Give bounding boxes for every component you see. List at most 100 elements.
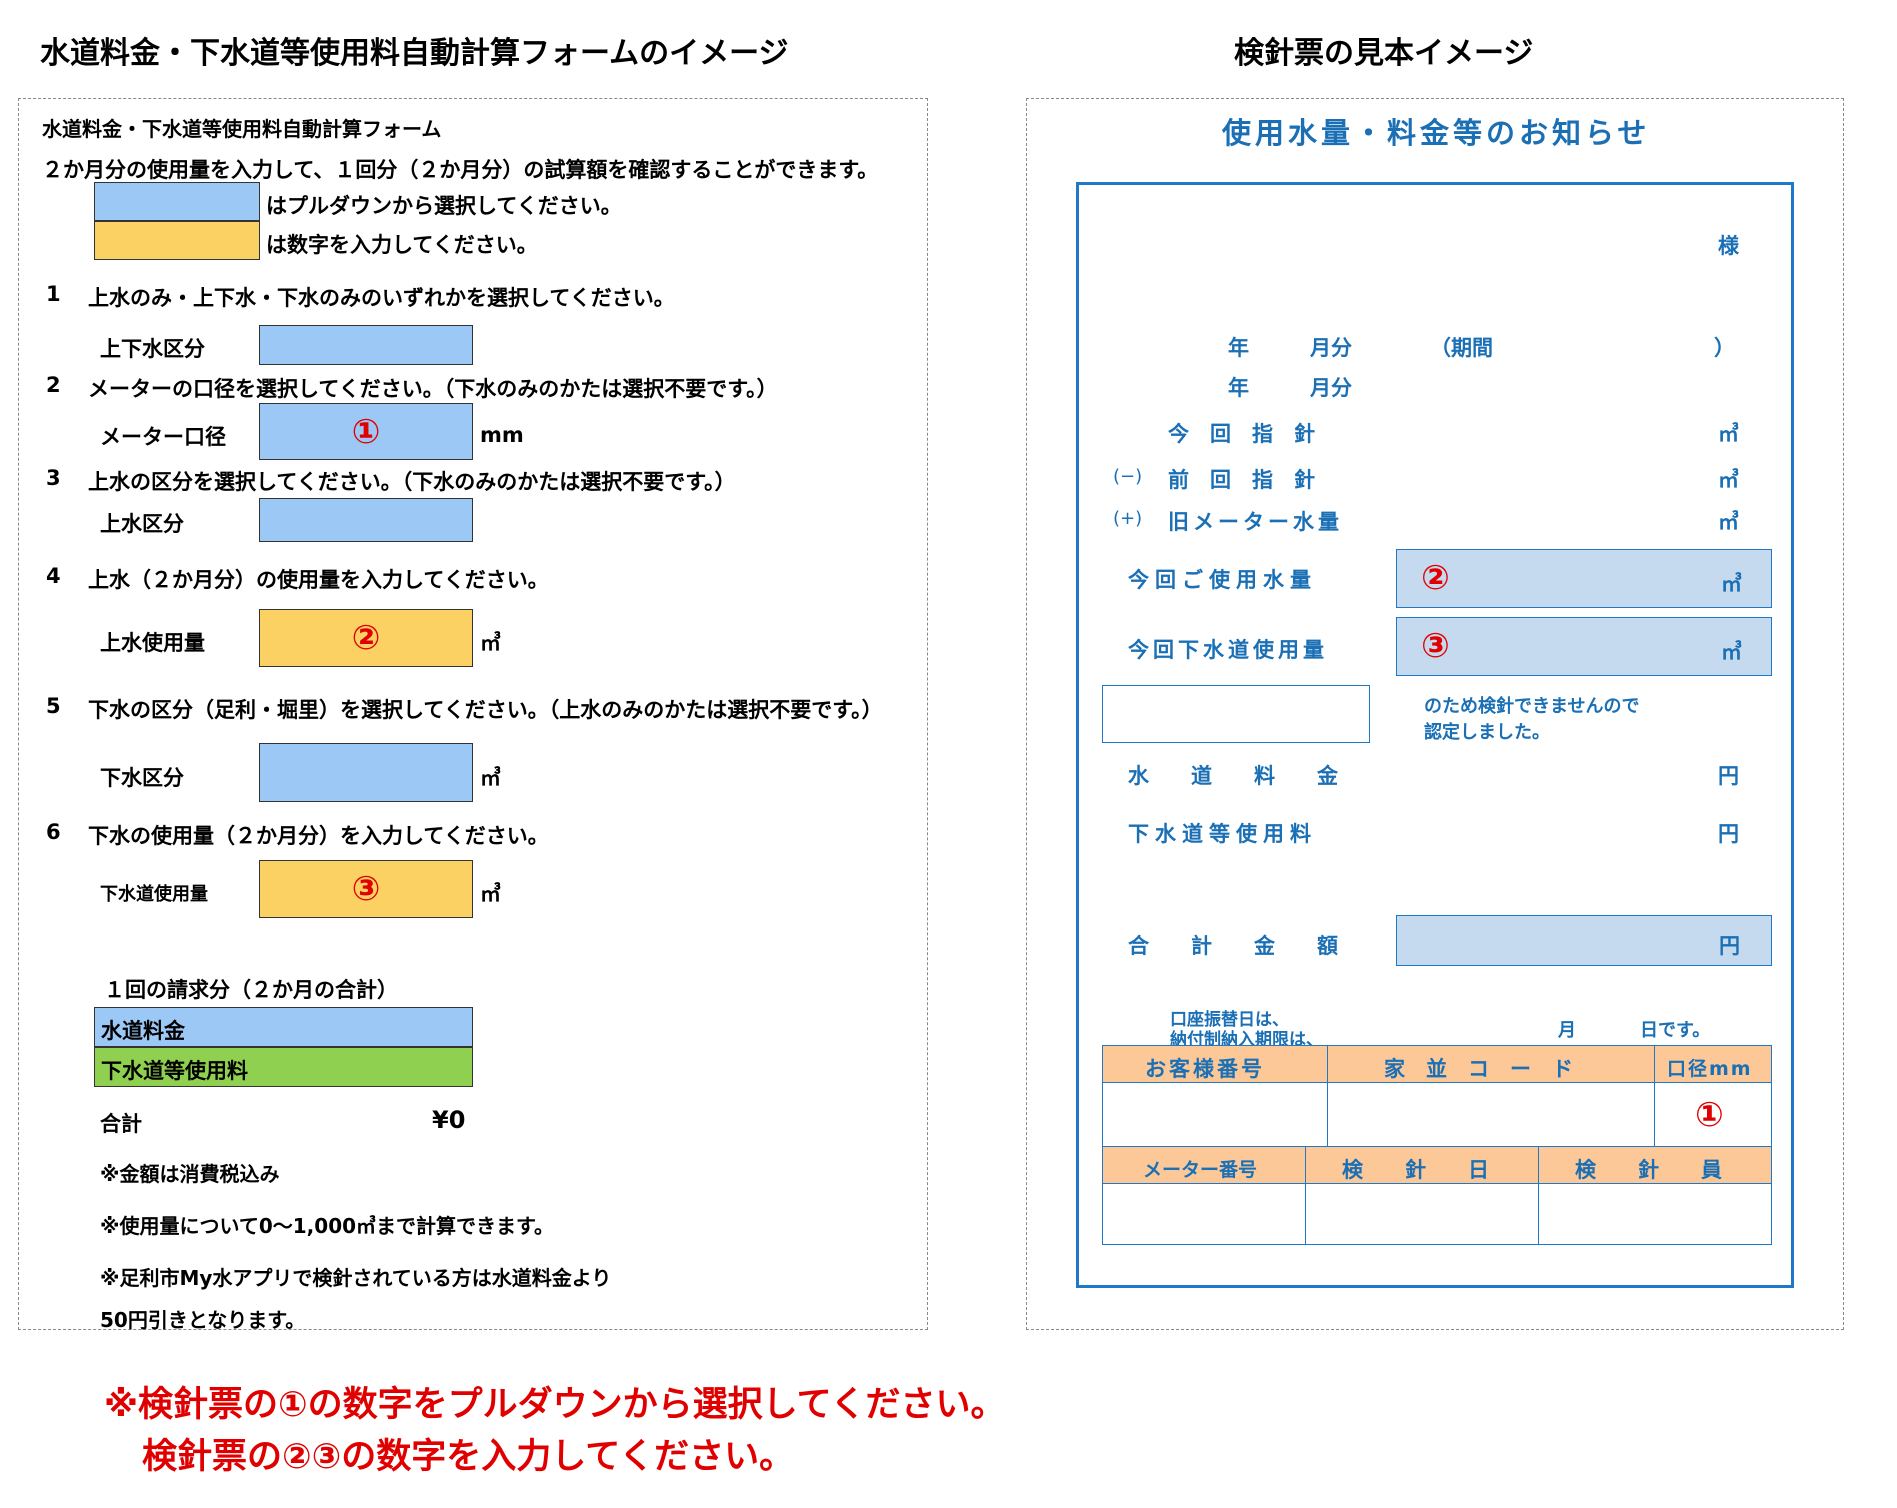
- marker-3: ③: [351, 869, 381, 909]
- note-range: ※使用量について0～1,000㎥まで計算できます。: [100, 1214, 555, 1238]
- step-3-instruction: 上水の区分を選択してください。（下水のみのかたは選択不要です。）: [88, 470, 736, 494]
- left-heading: 水道料金・下水道等使用料自動計算フォームのイメージ: [40, 36, 789, 71]
- right-heading: 検針票の見本イメージ: [1234, 36, 1534, 71]
- slip-reader-cell: [1538, 1183, 1772, 1245]
- slip-yen-total: 円: [1719, 934, 1740, 958]
- calculation-form-panel: [18, 98, 928, 1330]
- total-value: ¥0: [432, 1106, 466, 1134]
- note-tax: ※金額は消費税込み: [100, 1162, 280, 1186]
- water-sewer-category-select[interactable]: [259, 325, 473, 365]
- slip-reading-day-label: 検 針 日: [1342, 1158, 1489, 1182]
- slip-caliber-cell: ①: [1654, 1082, 1772, 1147]
- slip-transfer-1: 口座振替日は、: [1170, 1010, 1289, 1030]
- billing-title: １回の請求分（２か月の合計）: [104, 978, 398, 1002]
- step-6-label: 下水道使用量: [100, 884, 208, 905]
- slip-family-code-header: 家 並 コ ー ド: [1327, 1045, 1655, 1083]
- slip-family-code-label: 家 並 コ ー ド: [1384, 1057, 1573, 1081]
- form-title: 水道料金・下水道等使用料自動計算フォーム: [42, 117, 442, 141]
- slip-reading-day-cell: [1305, 1183, 1539, 1245]
- step-2-label: メーター口径: [100, 425, 226, 449]
- water-fee-result: 水道料金: [94, 1007, 473, 1047]
- sewer-category-select[interactable]: [259, 743, 473, 802]
- slip-m3-usage: ㎥: [1721, 572, 1742, 596]
- slip-m3-current: ㎥: [1718, 422, 1739, 446]
- slip-sewer-label: 今回下水道使用量: [1128, 638, 1328, 662]
- slip-year-1: 年: [1228, 336, 1249, 360]
- step-3-label: 上水区分: [100, 512, 184, 536]
- slip-total-label: 合 計 金 額: [1128, 934, 1338, 958]
- slip-old-prefix: (+): [1113, 508, 1143, 529]
- marker-1: ①: [351, 411, 381, 452]
- step-5-unit: ㎥: [480, 766, 501, 790]
- instruction-note-line-1: ※検針票の①の数字をプルダウンから選択してください。: [104, 1385, 1006, 1425]
- slip-water-fee: 水 道 料 金: [1128, 764, 1338, 788]
- slip-customer-no-cell: [1102, 1082, 1328, 1147]
- slip-marker-3: ③: [1421, 626, 1450, 666]
- instruction-note-line-2: 検針票の②③の数字を入力してください。: [142, 1437, 795, 1477]
- slip-frame: [1076, 182, 1794, 1288]
- step-4-instruction: 上水（２か月分）の使用量を入力してください。: [88, 568, 549, 592]
- water-usage-input[interactable]: ②: [259, 609, 473, 667]
- note-app-discount-2: 50円引きとなります。: [100, 1308, 306, 1332]
- slip-estimate-note-1: のため検針できませんので: [1424, 696, 1640, 717]
- slip-usage-field: ② ㎥: [1396, 549, 1772, 608]
- sewer-fee-result: 下水道等使用料: [94, 1047, 473, 1087]
- form-intro: ２か月分の使用量を入力して、１回分（２か月分）の試算額を確認することができます。: [42, 158, 879, 182]
- sewer-fee-label: 下水道等使用料: [101, 1059, 248, 1083]
- slip-caliber-label: 口径mm: [1667, 1058, 1753, 1080]
- legend-yellow-text: は数字を入力してください。: [266, 233, 538, 257]
- meter-slip-panel: [1026, 98, 1844, 1330]
- step-5-number: 5: [46, 694, 61, 718]
- slip-old-meter: 旧メーター水量: [1168, 510, 1343, 534]
- step-2-unit: mm: [480, 423, 524, 447]
- step-1-instruction: 上水のみ・上下水・下水のみのいずれかを選択してください。: [88, 286, 675, 310]
- slip-meter-no-cell: [1102, 1183, 1306, 1245]
- slip-sewer-field: ③ ㎥: [1396, 617, 1772, 676]
- step-2-number: 2: [46, 373, 61, 397]
- slip-estimate-reason-box: [1102, 685, 1370, 743]
- step-6-number: 6: [46, 820, 61, 844]
- slip-meter-no-label: メーター番号: [1143, 1159, 1258, 1181]
- legend-blue-text: はプルダウンから選択してください。: [266, 194, 622, 218]
- total-label: 合計: [100, 1112, 142, 1136]
- slip-meter-no-header: メーター番号: [1102, 1146, 1306, 1184]
- step-5-instruction: 下水の区分（足利・堀里）を選択してください。（上水のみのかたは選択不要です。）: [88, 698, 883, 722]
- step-4-unit: ㎥: [480, 631, 501, 655]
- step-4-number: 4: [46, 564, 61, 588]
- slip-estimate-note-2: 認定しました。: [1424, 722, 1550, 743]
- slip-usage-label: 今回ご使用水量: [1128, 568, 1317, 592]
- step-5-label: 下水区分: [100, 766, 184, 790]
- slip-transfer-day: 日です。: [1640, 1020, 1711, 1041]
- slip-sama: 様: [1718, 234, 1739, 258]
- step-1-number: 1: [46, 282, 61, 306]
- marker-2: ②: [351, 618, 381, 658]
- water-category-select[interactable]: [259, 498, 473, 542]
- slip-prev-prefix: (−): [1113, 466, 1143, 487]
- slip-period-close: ）: [1714, 336, 1735, 360]
- sewer-usage-input[interactable]: ③: [259, 860, 473, 918]
- slip-marker-2: ②: [1421, 558, 1450, 598]
- slip-reading-day-header: 検 針 日: [1305, 1146, 1539, 1184]
- slip-family-code-cell: [1327, 1082, 1655, 1147]
- legend-blue-swatch: [94, 182, 260, 221]
- step-6-unit: ㎥: [480, 882, 501, 906]
- slip-year-2: 年: [1228, 376, 1249, 400]
- step-4-label: 上水使用量: [100, 631, 205, 655]
- step-2-instruction: メーターの口径を選択してください。（下水のみのかたは選択不要です。）: [88, 377, 778, 401]
- slip-customer-no-header: お客様番号: [1102, 1045, 1328, 1083]
- note-app-discount-1: ※足利市My水アプリで検針されている方は水道料金より: [100, 1266, 612, 1290]
- slip-m3-prev: ㎥: [1718, 468, 1739, 492]
- slip-m3-old: ㎥: [1718, 510, 1739, 534]
- slip-yen-water: 円: [1718, 764, 1739, 788]
- slip-yen-sewer: 円: [1718, 822, 1739, 846]
- step-6-instruction: 下水の使用量（２か月分）を入力してください。: [88, 824, 549, 848]
- slip-month-2: 月分: [1310, 376, 1352, 400]
- slip-total-field: 円: [1396, 915, 1772, 966]
- step-3-number: 3: [46, 466, 61, 490]
- slip-caliber-header: 口径mm: [1654, 1045, 1772, 1083]
- legend-yellow-swatch: [94, 221, 260, 260]
- meter-caliber-select[interactable]: ①: [259, 403, 473, 460]
- water-fee-label: 水道料金: [101, 1019, 185, 1043]
- slip-current-reading: 今 回 指 針: [1168, 422, 1315, 446]
- slip-period: （期間: [1430, 336, 1493, 360]
